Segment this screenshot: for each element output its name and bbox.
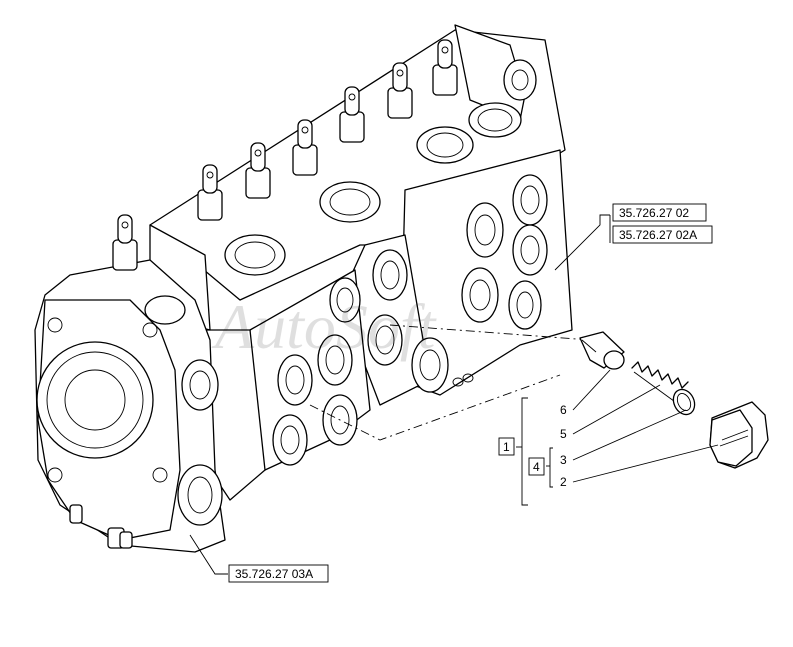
spool-stems xyxy=(112,39,458,271)
exploded-parts xyxy=(579,331,769,469)
oring-part-3 xyxy=(672,388,696,416)
spring-part-5 xyxy=(631,361,689,405)
reference-label: 35.726.27 02A xyxy=(619,228,697,242)
reference-box-bottom[interactable]: 35.726.27 03A xyxy=(228,564,329,583)
callout-2: 2 xyxy=(560,475,567,489)
watermark: AutoSoft xyxy=(211,291,438,362)
plug-part-2 xyxy=(709,401,769,469)
svg-text:4: 4 xyxy=(533,460,540,474)
callout-3: 3 xyxy=(560,453,567,467)
poppet-part-6 xyxy=(579,331,625,370)
assembly-centerlines xyxy=(309,324,591,441)
callout-6: 6 xyxy=(560,403,567,417)
callout-box-4: 4 xyxy=(528,457,545,476)
callout-box-1: 1 xyxy=(498,437,515,456)
svg-text:1: 1 xyxy=(503,440,510,454)
reference-label: 35.726.27 02 xyxy=(619,206,689,220)
reference-label: 35.726.27 03A xyxy=(235,567,313,581)
reference-box-top-2[interactable]: 35.726.27 02A xyxy=(612,225,713,244)
reference-box-top-1[interactable]: 35.726.27 02 xyxy=(612,203,707,222)
leader-lines xyxy=(189,214,719,575)
valve-block xyxy=(34,24,573,553)
callout-5: 5 xyxy=(560,427,567,441)
